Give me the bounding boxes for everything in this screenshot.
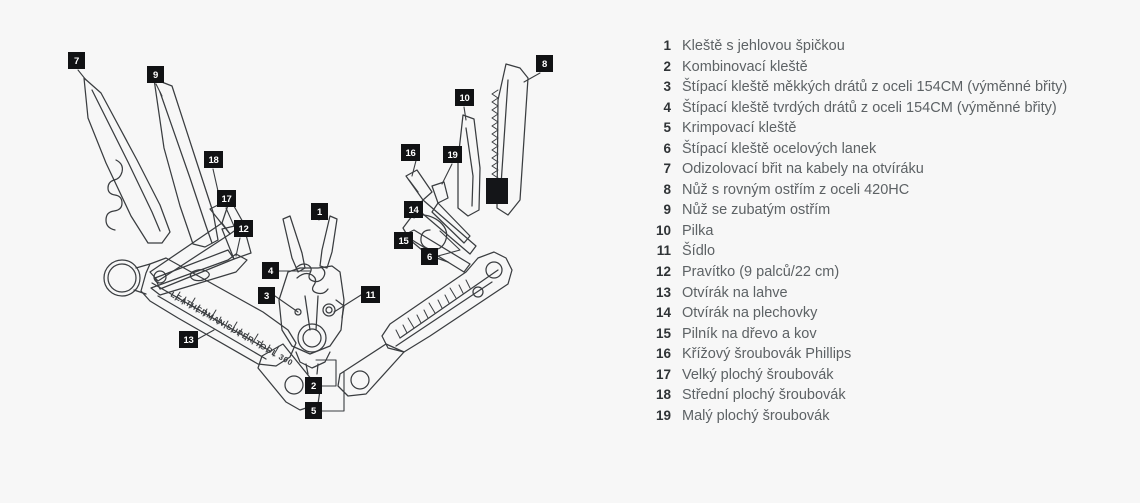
legend-label: Kleště s jehlovou špičkou [682, 38, 845, 54]
tool-serrated-knife [153, 78, 219, 248]
callout-marker-14[interactable]: 14 [404, 201, 423, 218]
tool-file-blade [403, 229, 471, 273]
tool-ruler-blade [150, 253, 248, 296]
legend-label: Pilka [682, 222, 714, 239]
callout-marker-6[interactable]: 6 [421, 248, 438, 265]
callout-marker-3[interactable]: 3 [258, 287, 275, 304]
legend-item-9: 9 Nůž se zubatým ostřím [640, 202, 1110, 223]
right-handle-frame [381, 251, 513, 353]
legend-label: Otvírák na plechovky [682, 305, 818, 322]
callout-marker-1[interactable]: 1 [311, 203, 328, 220]
legend-number: 4 [663, 99, 671, 115]
legend-label: Malý plochý šroubovák [682, 407, 830, 424]
legend-label: Štípací kleště měkkých drátů z oceli 154… [682, 79, 1068, 96]
legend-number: 12 [655, 264, 671, 280]
legend-number: 6 [663, 140, 671, 156]
tool-straight-knife [457, 114, 481, 217]
callout-marker-10[interactable]: 10 [455, 89, 474, 106]
legend-item-7: 7 Odizolovací břit na kabely na otvíráku [640, 161, 1110, 182]
multitool-line-drawing: LEATHERMAN SUPER TOOL 300 [77, 63, 541, 412]
legend-item-12: 12 Pravítko (9 palců/22 cm) [640, 264, 1110, 285]
legend-label: Odizolovací břit na kabely na otvíráku [682, 161, 924, 178]
legend-number: 15 [655, 325, 671, 341]
callout-marker-11[interactable]: 11 [361, 286, 380, 303]
callout-marker-4[interactable]: 4 [262, 262, 279, 279]
feature-legend-list: 1 Kleště s jehlovou špičkou 2 Kombinovac… [640, 38, 1110, 428]
legend-item-10: 10 Pilka [640, 223, 1110, 244]
legend-number: 8 [663, 181, 671, 197]
callout-marker-18[interactable]: 18 [204, 151, 223, 168]
legend-label: Štípací kleště ocelových lanek [682, 140, 877, 157]
legend-number: 7 [663, 161, 671, 177]
legend-item-18: 18 Střední plochý šroubovák [640, 387, 1110, 408]
left-handle-ruler [174, 291, 280, 357]
legend-item-13: 13 Otvírák na lahve [640, 285, 1110, 306]
legend-item-5: 5 Krimpovací kleště [640, 120, 1110, 141]
right-handle-ruler [395, 279, 471, 339]
legend-item-6: 6 Štípací kleště ocelových lanek [640, 141, 1110, 162]
product-diagram: LEATHERMAN SUPER TOOL 300 [68, 52, 553, 419]
legend-number: 2 [663, 58, 671, 74]
callout-marker-9[interactable]: 9 [147, 66, 164, 83]
callout-marker-15[interactable]: 15 [394, 232, 413, 249]
legend-number: 18 [655, 387, 671, 403]
pliers-base-connector [295, 351, 331, 375]
legend-item-3: 3 Štípací kleště měkkých drátů z oceli 1… [640, 79, 1110, 100]
legend-item-8: 8 Nůž s rovným ostřím z oceli 420HC [640, 182, 1110, 203]
legend-label: Nůž se zubatým ostřím [682, 202, 831, 219]
tool-wire-stripper-blade [83, 77, 171, 244]
legend-number: 5 [663, 120, 671, 136]
legend-label: Pravítko (9 palců/22 cm) [682, 264, 840, 281]
legend-number: 3 [663, 79, 671, 95]
legend-item-4: 4 Štípací kleště tvrdých drátů z oceli 1… [640, 100, 1110, 121]
legend-number: 19 [655, 407, 671, 423]
legend-number: 17 [655, 366, 671, 382]
legend-number: 14 [655, 305, 671, 321]
legend-label: Velký plochý šroubovák [682, 366, 834, 383]
legend-number: 11 [656, 243, 671, 259]
legend-number: 1 [663, 38, 671, 53]
legend-label: Otvírák na lahve [682, 284, 788, 301]
legend-number: 9 [663, 202, 671, 218]
callout-leader-lines [77, 69, 541, 412]
legend-label: Šídlo [682, 243, 716, 260]
callout-marker-16[interactable]: 16 [401, 144, 420, 161]
legend-label: Křížový šroubovák Phillips [682, 346, 852, 363]
legend-number: 16 [655, 346, 671, 362]
legend-label: Krimpovací kleště [682, 120, 797, 137]
legend-item-15: 15 Pilník na dřevo a kov [640, 326, 1110, 347]
callout-marker-7[interactable]: 7 [68, 52, 85, 69]
legend-label: Štípací kleště tvrdých drátů z oceli 154… [682, 99, 1057, 116]
legend-number: 13 [655, 284, 671, 300]
pliers-head [278, 215, 345, 355]
legend-label: Kombinovací kleště [682, 58, 808, 75]
callout-marker-8[interactable]: 8 [536, 55, 553, 72]
legend-item-11: 11 Šídlo [640, 243, 1110, 264]
legend-item-2: 2 Kombinovací kleště [640, 59, 1110, 80]
right-handle-lower [337, 343, 405, 397]
left-handle-frame [103, 257, 297, 367]
legend-label: Střední plochý šroubovák [682, 387, 846, 404]
legend-item-17: 17 Velký plochý šroubovák [640, 367, 1110, 388]
legend-number: 10 [655, 222, 671, 238]
callout-marker-12[interactable]: 12 [234, 220, 253, 237]
legend-item-19: 19 Malý plochý šroubovák [640, 408, 1110, 429]
callout-marker-13[interactable]: 13 [179, 331, 198, 348]
legend-item-16: 16 Křížový šroubovák Phillips [640, 346, 1110, 367]
legend-item-1: 1 Kleště s jehlovou špičkou [640, 38, 1110, 59]
callout-marker-19[interactable]: 19 [443, 146, 462, 163]
legend-label: Nůž s rovným ostřím z oceli 420HC [682, 181, 910, 198]
legend-label: Pilník na dřevo a kov [682, 325, 817, 342]
callout-marker-5[interactable]: 5 [305, 402, 322, 419]
saw-grip-block [486, 178, 508, 204]
legend-item-14: 14 Otvírák na plechovky [640, 305, 1110, 326]
brand-engraving-text: LEATHERMAN SUPER TOOL 300 [169, 290, 295, 368]
tool-spring-detail [105, 159, 123, 231]
callout-marker-2[interactable]: 2 [305, 377, 322, 394]
callout-marker-17[interactable]: 17 [217, 190, 236, 207]
